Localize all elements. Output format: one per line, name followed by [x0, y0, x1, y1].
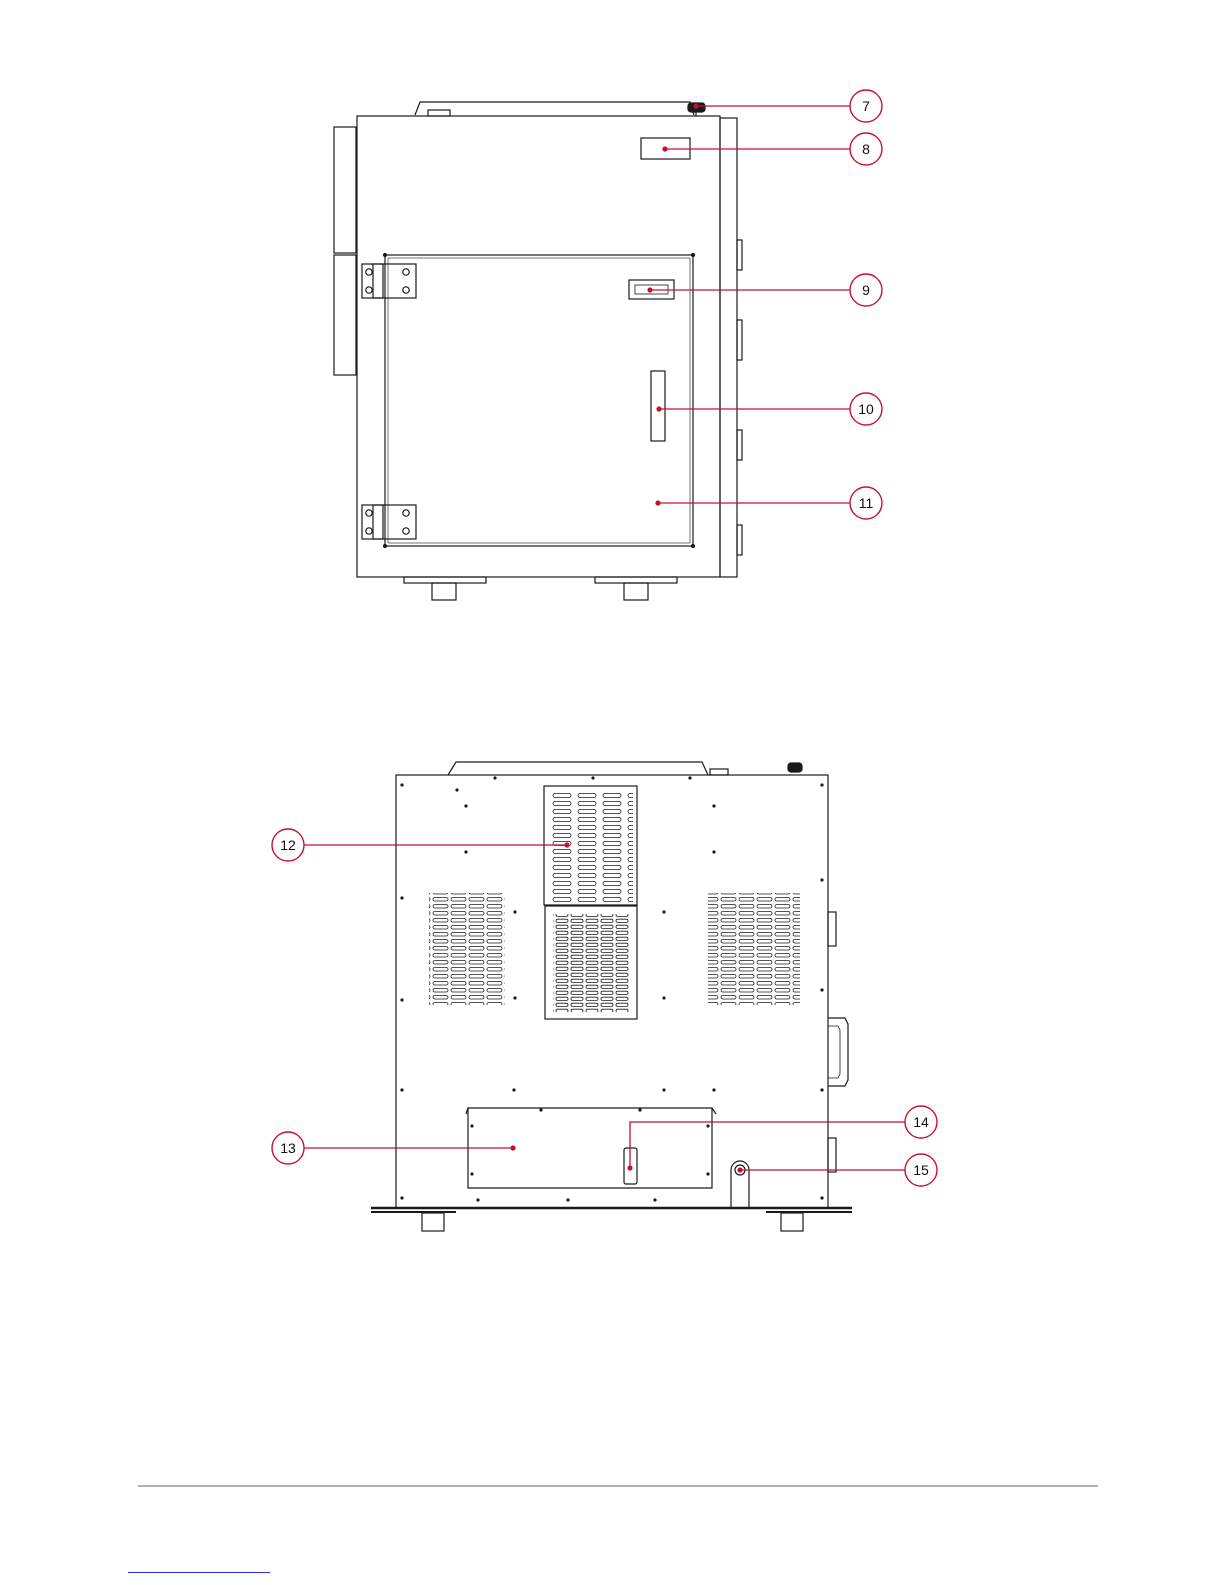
grille-left — [429, 893, 505, 1005]
door-handle — [651, 371, 665, 441]
callout-11: 11 — [655, 487, 882, 519]
callout-label-13: 13 — [280, 1140, 296, 1156]
leader-dot-14 — [627, 1165, 632, 1170]
callout-15: 15 — [737, 1154, 937, 1186]
hinge-top — [362, 264, 416, 298]
leader-dot-13 — [510, 1145, 515, 1150]
side-handle — [828, 1018, 848, 1086]
callout-9: 9 — [647, 274, 882, 306]
callout-13: 13 — [272, 1132, 516, 1164]
callout-label-9: 9 — [862, 282, 870, 298]
hinge-bottom — [362, 505, 416, 539]
callout-label-7: 7 — [862, 98, 870, 114]
top-bracket — [428, 110, 450, 116]
left-panel-lower — [334, 255, 356, 375]
leader-dot-12 — [564, 842, 569, 847]
callout-label-14: 14 — [913, 1114, 929, 1130]
leader-dot-9 — [647, 287, 652, 292]
front-view — [334, 102, 742, 600]
callout-12: 12 — [272, 829, 570, 861]
foot-right — [624, 583, 648, 600]
callout-label-11: 11 — [859, 495, 874, 511]
leader-dot-15 — [737, 1167, 742, 1172]
leader-dot-7 — [693, 103, 698, 108]
leader-dot-10 — [656, 406, 661, 411]
rear-view — [371, 762, 852, 1231]
rear-foot-right — [781, 1213, 803, 1231]
cabinet-body — [357, 116, 720, 577]
rear-foot-left — [422, 1213, 444, 1231]
footer-rule — [138, 1485, 1098, 1487]
foot-left — [432, 583, 456, 600]
foot-right-base — [595, 577, 677, 583]
grille-right — [708, 893, 800, 1005]
leader-dot-11 — [655, 500, 660, 505]
leader-dot-8 — [662, 146, 667, 151]
leader-line-14 — [630, 1122, 921, 1168]
callout-label-15: 15 — [913, 1162, 929, 1178]
top-rail — [415, 102, 694, 115]
callout-label-12: 12 — [280, 837, 296, 853]
callout-14: 14 — [627, 1106, 937, 1171]
footer-link-underline — [128, 1572, 270, 1573]
callout-7: 7 — [693, 90, 882, 122]
callout-label-8: 8 — [862, 141, 870, 157]
left-panel-upper — [334, 127, 356, 253]
foot-left-base — [404, 577, 486, 583]
callout-8: 8 — [662, 133, 882, 165]
callout-label-10: 10 — [858, 401, 874, 417]
cabinet-side — [720, 118, 737, 577]
top-cover — [448, 762, 708, 775]
